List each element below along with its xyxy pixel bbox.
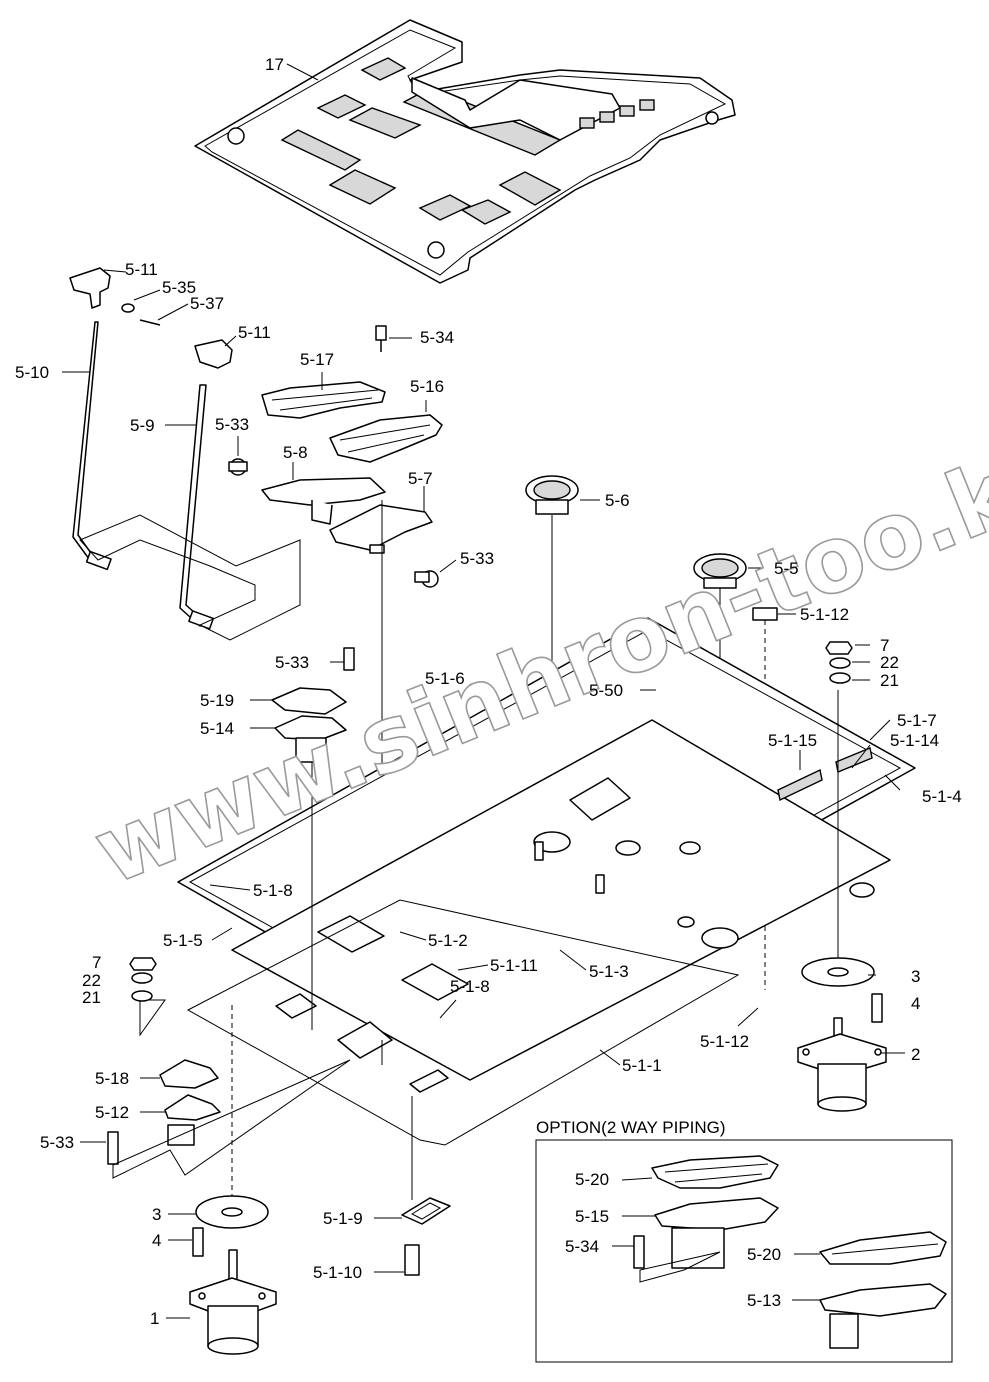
part-label: 2 <box>911 1045 920 1064</box>
nut-washers <box>129 641 853 1002</box>
part-label: 5-13 <box>747 1291 781 1310</box>
part-label: 5-6 <box>605 491 630 510</box>
part-label: 5-1-8 <box>253 881 293 900</box>
part-label: 4 <box>152 1231 161 1250</box>
part-label: 5-35 <box>162 278 196 297</box>
part-label: 5-11 <box>125 260 158 279</box>
part-label: 5-1-3 <box>589 962 629 981</box>
part-label: 5-16 <box>410 377 444 396</box>
part-label: 5-19 <box>200 691 234 710</box>
part-labels: 17 5-11 5-35 5-37 5-11 5-10 5-34 5-17 5-… <box>15 55 962 1328</box>
part-label: 4 <box>911 994 920 1013</box>
part-label: 5-1-7 <box>897 711 937 730</box>
part-label: 5-9 <box>130 416 155 435</box>
part-label: 5-1-8 <box>450 977 490 996</box>
part-label: 3 <box>152 1205 161 1224</box>
part-label: 5-12 <box>95 1103 129 1122</box>
left-brackets <box>107 647 355 1179</box>
part-label: 5-1-1 <box>622 1056 662 1075</box>
part-label: 5-1-6 <box>425 669 465 688</box>
part-label: 5-33 <box>215 415 249 434</box>
part-label: 5-1-15 <box>768 731 817 750</box>
base-plate <box>139 899 740 1205</box>
mount-left-1 <box>189 1195 277 1355</box>
part-label: 5-1-10 <box>313 1263 362 1282</box>
gasket-and-bolt <box>401 1197 451 1276</box>
mount-right-2 <box>797 690 887 1112</box>
part-label: 5-33 <box>275 653 309 672</box>
part-label: 5-20 <box>575 1170 609 1189</box>
part-label: 17 <box>265 55 284 74</box>
part-label: 1 <box>150 1309 159 1328</box>
part-label: 5-1-4 <box>922 787 962 806</box>
part-label: 5-33 <box>460 549 494 568</box>
part-label: 5-34 <box>565 1237 599 1256</box>
part-label: 5-1-5 <box>163 931 203 950</box>
part-label: 5-7 <box>408 469 433 488</box>
part-label: 5-1-11 <box>490 956 538 975</box>
part-label: 5-14 <box>200 719 234 738</box>
part-label: 5-50 <box>589 681 623 700</box>
part-label: 5-34 <box>420 328 454 347</box>
part-label: 5-33 <box>40 1133 74 1152</box>
option-box <box>535 1139 953 1363</box>
part-label: 3 <box>911 967 920 986</box>
part-label: 5-1-2 <box>428 931 468 950</box>
part-label: 5-8 <box>283 443 308 462</box>
part-label: 22 <box>82 971 101 990</box>
part-label: 21 <box>880 671 899 690</box>
part-label: 5-18 <box>95 1069 129 1088</box>
grommets <box>525 475 778 990</box>
option-box-title: OPTION(2 WAY PIPING) <box>536 1118 726 1137</box>
pipe-assembly <box>69 267 301 641</box>
part-label: 5-1-14 <box>890 731 939 750</box>
cover-panel-17 <box>194 19 736 284</box>
leader-lines <box>62 63 905 1319</box>
part-label: 5-17 <box>300 350 334 369</box>
part-label: 22 <box>880 653 899 672</box>
part-label: 21 <box>82 988 101 1007</box>
part-label: 5-1-12 <box>800 605 849 624</box>
part-label: 5-1-9 <box>323 1209 363 1228</box>
part-label: 5-11 <box>238 323 271 342</box>
part-label: 5-37 <box>190 294 224 313</box>
part-label: 5-15 <box>575 1207 609 1226</box>
part-label: 7 <box>880 636 889 655</box>
part-label: 5-10 <box>15 363 49 382</box>
part-label: 7 <box>92 953 101 972</box>
part-label: 5-1-12 <box>700 1032 749 1051</box>
part-label: 5-20 <box>747 1245 781 1264</box>
plate-frame-upper <box>177 617 916 1081</box>
part-label: 5-5 <box>774 559 799 578</box>
